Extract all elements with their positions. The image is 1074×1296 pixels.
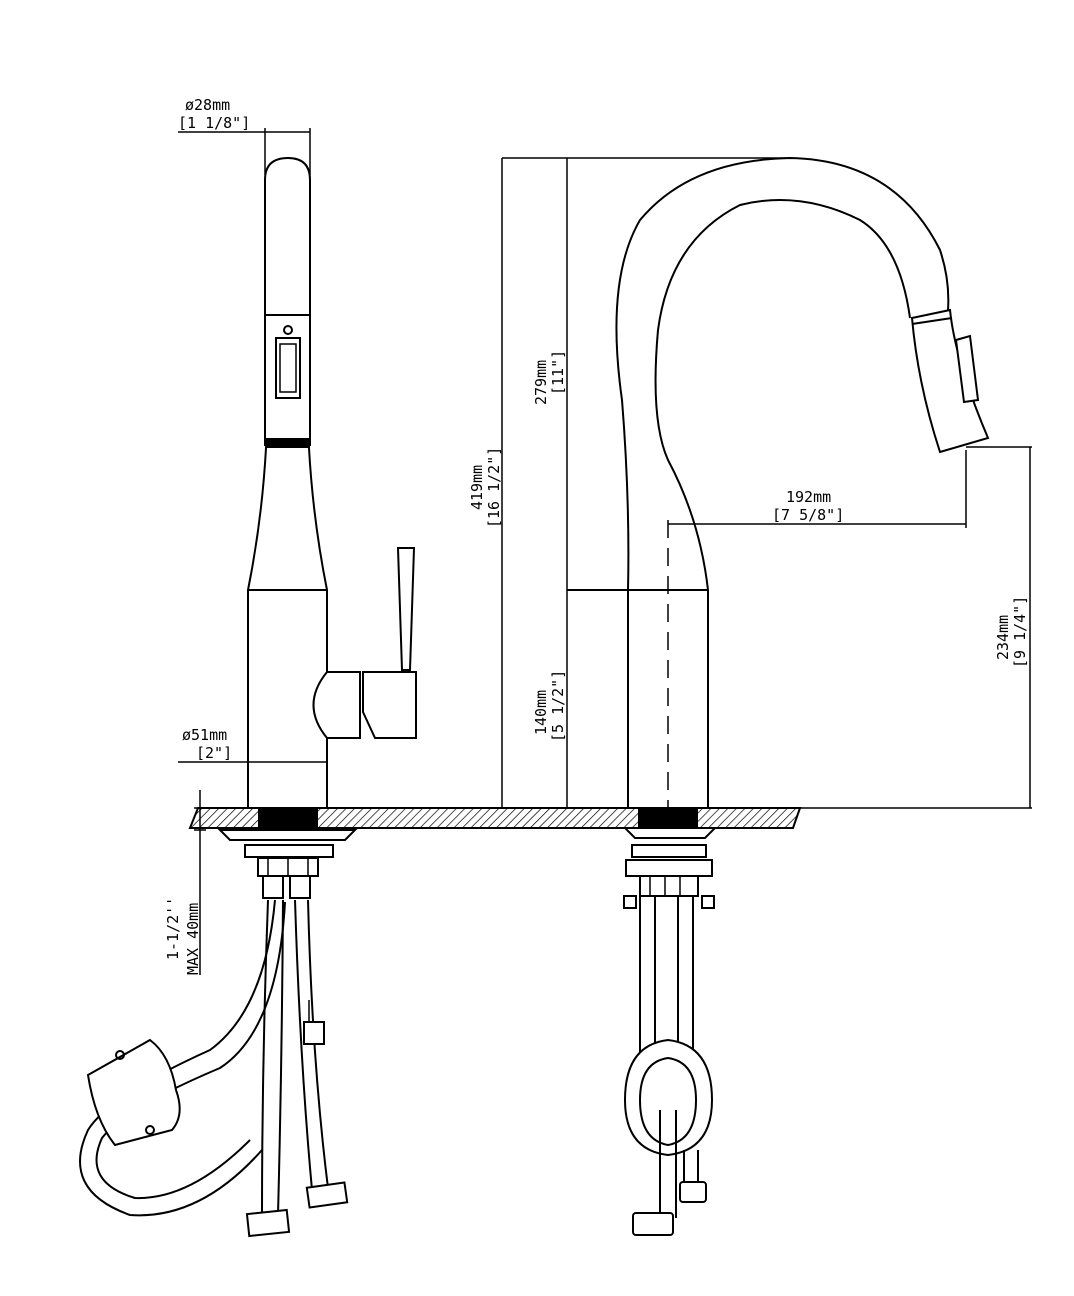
hose-clip	[303, 1021, 325, 1045]
total-height-imperial: [16 1/2"]	[485, 447, 503, 528]
top-diameter-metric: ø28mm	[185, 96, 230, 114]
hose-connector-left	[245, 1208, 291, 1238]
outlet-height-metric: 234mm	[994, 615, 1012, 660]
deck-thickness-line1: 1-1/2''	[164, 897, 182, 960]
deck-thickness-line2: MAX 40mm	[184, 903, 202, 975]
faucet-body-taper	[247, 447, 328, 808]
side-view	[567, 156, 990, 1236]
top-diameter-imperial: [1 1/8"]	[178, 114, 250, 132]
spout-outer	[615, 156, 950, 591]
supply-hose-right	[294, 899, 313, 1191]
spout-height-imperial: [11"]	[549, 350, 567, 395]
spout-height-metric: 279mm	[532, 360, 550, 405]
side-hose-weight	[623, 1038, 714, 1157]
base-diameter-metric: ø51mm	[182, 726, 227, 744]
side-mounting-nut	[625, 859, 713, 877]
supply-hose-left	[261, 899, 269, 1216]
handle-base	[312, 671, 361, 739]
hose-connector-right	[305, 1181, 349, 1209]
base-diameter-imperial: [2"]	[196, 744, 232, 762]
spray-head-band	[265, 438, 310, 448]
spray-head-outline	[264, 156, 311, 446]
handle-lever	[396, 547, 416, 671]
total-height-metric: 419mm	[468, 465, 486, 510]
spout-reach-imperial: [7 5/8"]	[772, 506, 844, 524]
body-height-imperial: [5 1/2"]	[549, 670, 567, 742]
countertop-section	[188, 807, 802, 829]
body-height-metric: 140mm	[532, 690, 550, 735]
indicator-dot	[283, 325, 293, 335]
side-hose-connector-1	[632, 1212, 674, 1236]
mounting-nut	[244, 844, 334, 858]
side-view-dimensions: 419mm [16 1/2"] 279mm [11"] 140mm [5 1/2…	[468, 157, 1032, 809]
spout-inner	[654, 199, 911, 591]
hose-weight	[86, 1038, 181, 1147]
spray-button	[275, 337, 301, 399]
spout-spray-button	[954, 334, 980, 404]
spout-spray-head	[910, 308, 990, 454]
outlet-height-imperial: [9 1/4"]	[1011, 596, 1029, 668]
spout-reach-metric: 192mm	[786, 488, 831, 506]
front-view: ø28mm [1 1/8"] ø51mm [2"] 1-1/2'' MAX 40…	[79, 96, 417, 1238]
side-hose-connector-2	[679, 1181, 707, 1203]
pull-down-hose-loop	[79, 899, 276, 1217]
